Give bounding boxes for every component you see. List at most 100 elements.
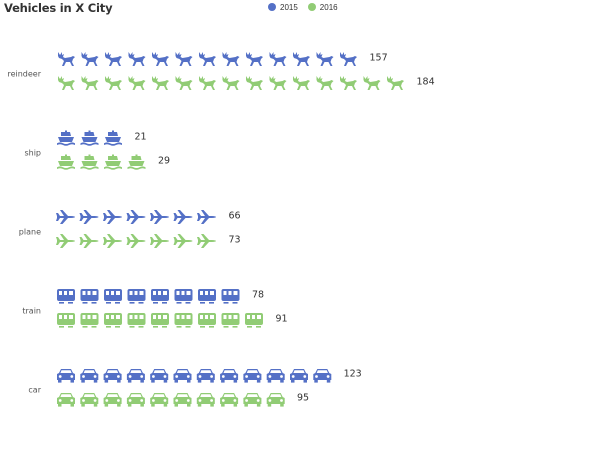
bar-icon-reindeer-2016-1[interactable] [81,76,99,90]
bar-icon-reindeer-2016-13[interactable] [363,76,381,90]
bar-icon-car-2015-2[interactable] [103,369,122,383]
bar-icon-reindeer-2015-0[interactable] [58,52,75,66]
bar-icon-car-2015-4[interactable] [150,369,169,383]
bar-icon-reindeer-2015-5[interactable] [175,52,193,66]
bar-icon-car-2016-7[interactable] [220,393,239,407]
bar-icon-reindeer-2016-12[interactable] [340,76,357,90]
bar-icon-reindeer-2016-5[interactable] [175,76,193,90]
bar-icon-train-2015-7[interactable] [221,289,240,304]
bar-icon-car-2016-3[interactable] [126,393,145,407]
bar-icon-train-2015-4[interactable] [151,289,169,304]
bar-icon-car-2016-5[interactable] [173,393,192,407]
bar-icon-reindeer-2015-8[interactable] [246,52,263,66]
value-label-train-2015: 78 [252,290,264,301]
bar-icon-reindeer-2016-10[interactable] [293,76,310,90]
bar-icon-train-2016-0[interactable] [57,313,75,328]
value-label-car-2016: 95 [297,393,309,404]
bar-icon-plane-2015-2[interactable] [103,210,122,224]
bar-icon-reindeer-2015-9[interactable] [269,52,287,66]
bar-icon-train-2016-3[interactable] [127,313,146,328]
bar-icon-ship-2015-1[interactable] [80,130,99,146]
bar-icon-reindeer-2015-4[interactable] [152,52,169,66]
bar-icon-car-2015-0[interactable] [57,369,75,383]
bar-icon-train-2016-4[interactable] [151,313,169,328]
bar-icon-ship-2015-0[interactable] [57,130,75,146]
bar-icon-train-2016-8[interactable] [245,313,263,328]
bar-icon-ship-2015-2[interactable] [104,130,122,146]
bar-icon-car-2015-3[interactable] [126,369,145,383]
bar-icon-plane-2015-3[interactable] [126,210,146,224]
bar-icon-plane-2015-6[interactable] [197,210,216,224]
bar-icon-car-2015-11[interactable] [313,369,332,383]
bar-icon-train-2016-6[interactable] [198,313,216,328]
bar-icon-reindeer-2015-1[interactable] [81,52,99,66]
bar-icon-train-2015-2[interactable] [104,289,122,304]
bar-icon-plane-2016-2[interactable] [103,234,122,248]
bar-icon-train-2015-5[interactable] [174,289,193,304]
bar-icon-reindeer-2015-10[interactable] [293,52,310,66]
bar-icon-car-2015-7[interactable] [220,369,239,383]
bar-icon-train-2016-1[interactable] [80,313,99,328]
legend-item-2016[interactable]: 2016 [307,3,338,12]
bar-icon-train-2015-1[interactable] [80,289,99,304]
bar-icon-train-2016-7[interactable] [221,313,240,328]
bar-icon-car-2016-6[interactable] [196,393,215,407]
bar-icon-car-2016-2[interactable] [103,393,122,407]
bar-icon-ship-2016-3[interactable] [127,154,146,170]
value-label-train-2016: 91 [276,314,288,325]
bar-icon-train-2015-3[interactable] [127,289,146,304]
bar-icon-reindeer-2016-8[interactable] [246,76,263,90]
legend-item-2015[interactable]: 2015 [268,3,298,12]
category-label-car: car [28,386,41,395]
bar-icon-car-2015-5[interactable] [173,369,192,383]
bar-icon-train-2015-0[interactable] [57,289,75,304]
value-label-reindeer-2016: 184 [417,77,435,88]
bar-icon-plane-2016-3[interactable] [126,234,146,248]
bar-icon-reindeer-2015-2[interactable] [105,52,122,66]
bar-icon-reindeer-2015-11[interactable] [316,52,334,66]
bar-icon-car-2015-1[interactable] [80,369,99,383]
bar-icon-plane-2016-5[interactable] [173,234,193,248]
bar-icon-ship-2016-1[interactable] [80,154,99,170]
bar-icon-car-2016-0[interactable] [57,393,75,407]
bar-icon-train-2016-5[interactable] [174,313,193,328]
legend: 2015 2016 [268,0,348,14]
bar-icon-reindeer-2016-2[interactable] [105,76,122,90]
bar-icon-train-2015-6[interactable] [198,289,216,304]
bar-icon-car-2015-9[interactable] [266,369,285,383]
bar-icon-car-2015-6[interactable] [196,369,215,383]
bar-icon-reindeer-2016-14[interactable] [387,76,404,90]
bar-icon-plane-2015-0[interactable] [56,210,75,224]
bar-icon-reindeer-2015-6[interactable] [199,52,216,66]
legend-dot-2015 [268,3,276,11]
bar-icon-car-2015-8[interactable] [243,369,262,383]
bar-icon-ship-2016-2[interactable] [104,154,122,170]
bar-icon-car-2016-4[interactable] [150,393,169,407]
bar-icon-plane-2016-1[interactable] [79,234,99,248]
value-label-ship-2015: 21 [135,132,147,143]
bar-icon-plane-2016-0[interactable] [56,234,75,248]
bar-icon-car-2016-8[interactable] [243,393,262,407]
category-label-plane: plane [19,228,41,237]
bar-icon-reindeer-2016-3[interactable] [128,76,146,90]
bar-icon-car-2015-10[interactable] [290,369,308,383]
bar-icon-ship-2016-0[interactable] [57,154,75,170]
bar-icon-reindeer-2016-6[interactable] [199,76,216,90]
bar-icon-reindeer-2016-9[interactable] [269,76,287,90]
bar-icon-car-2016-9[interactable] [266,393,285,407]
bar-icon-reindeer-2015-7[interactable] [222,52,240,66]
bar-icon-plane-2015-4[interactable] [150,210,169,224]
bar-icon-reindeer-2016-4[interactable] [152,76,169,90]
bar-icon-reindeer-2016-0[interactable] [58,76,75,90]
bar-icon-plane-2015-5[interactable] [173,210,193,224]
bar-icon-car-2016-1[interactable] [80,393,99,407]
bar-icon-reindeer-2015-12[interactable] [340,52,357,66]
bar-icon-reindeer-2016-11[interactable] [316,76,334,90]
bar-icon-plane-2015-1[interactable] [79,210,99,224]
bar-icon-reindeer-2015-3[interactable] [128,52,146,66]
bar-icon-train-2016-2[interactable] [104,313,122,328]
bar-icon-reindeer-2016-7[interactable] [222,76,240,90]
bar-icon-plane-2016-6[interactable] [197,234,216,248]
bar-icon-plane-2016-4[interactable] [150,234,169,248]
